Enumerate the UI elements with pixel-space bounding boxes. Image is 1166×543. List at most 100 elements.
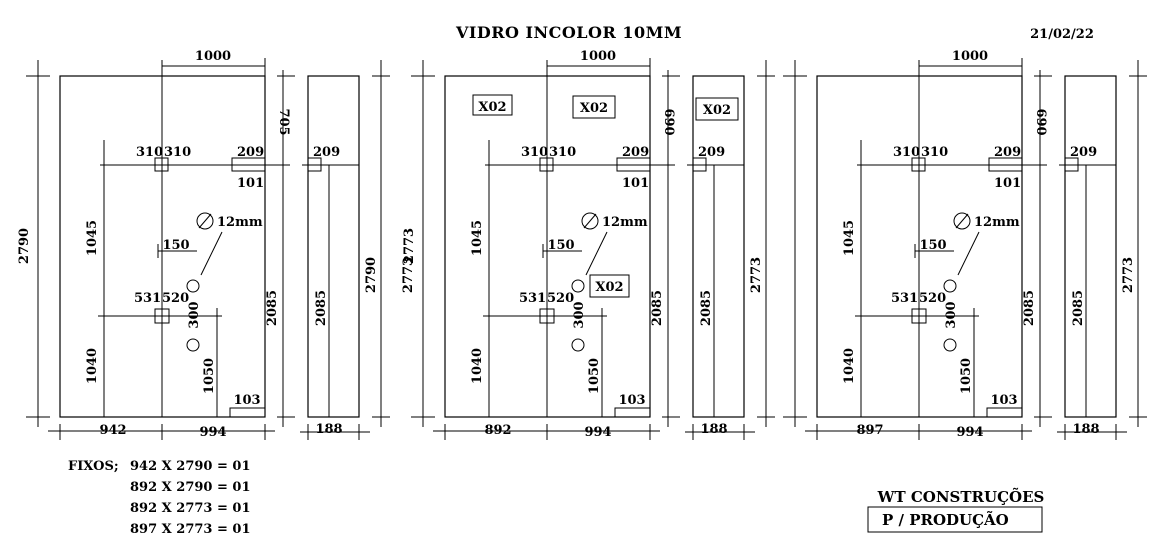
hinge-left-a: 310 xyxy=(521,145,548,160)
side-piece-outline xyxy=(1064,75,1117,418)
hole-symbol-circle xyxy=(581,212,599,230)
stamp-text: P / PRODUÇÃO xyxy=(882,510,1009,529)
hinge-square-left xyxy=(911,157,926,172)
top-width-label: 1000 xyxy=(580,49,616,64)
side-total-height-label: 2790 xyxy=(364,257,379,293)
hole-upper xyxy=(571,279,585,293)
hinge-left-b: 310 xyxy=(164,145,191,160)
mid-square xyxy=(539,308,555,324)
notes-label: FIXOS; xyxy=(68,459,119,474)
tag-label-2: X02 xyxy=(580,101,608,116)
tag-label-4: X02 xyxy=(595,280,623,295)
side-total-height-label: 2773 xyxy=(1121,257,1136,293)
side-piece-square xyxy=(1064,157,1079,172)
mid-left-a: 531 xyxy=(891,291,918,306)
hinge-left-a: 310 xyxy=(136,145,163,160)
fixos-notes: FIXOS; 942 X 2790 = 01 892 X 2790 = 01 8… xyxy=(68,459,251,537)
hole-symbol-circle xyxy=(196,212,214,230)
tag-box-2 xyxy=(572,95,616,119)
mid-left-a: 531 xyxy=(519,291,546,306)
bottom-notch-label: 103 xyxy=(990,393,1017,408)
upper-offset-label: 690 xyxy=(661,108,676,135)
left-height-label: 2790 xyxy=(17,228,32,264)
hinge-right-label: 209 xyxy=(622,145,649,160)
bottom-notch xyxy=(614,407,651,418)
side-piece-outline xyxy=(307,75,360,418)
hinge-left-b: 310 xyxy=(549,145,576,160)
hole-lower xyxy=(186,338,200,352)
hole-spacing-label: 300 xyxy=(944,301,959,328)
mid-left-b: 520 xyxy=(919,291,946,306)
hole-symbol-slash xyxy=(583,213,597,229)
lower-vertical-label: 1040 xyxy=(842,348,857,384)
side-piece-square xyxy=(692,157,707,172)
lower-right-label: 1050 xyxy=(587,358,602,394)
tag-box-4 xyxy=(589,274,630,298)
lower-right-label: 1050 xyxy=(959,358,974,394)
between-height-label: 2773 xyxy=(401,257,416,293)
right-height-label: 2085 xyxy=(1022,290,1037,326)
notes-line-1: 942 X 2790 = 01 xyxy=(130,459,251,474)
right-height-label: 2085 xyxy=(265,290,280,326)
upper-vertical-label: 1045 xyxy=(842,220,857,256)
hinge-right-below: 101 xyxy=(237,176,264,191)
hole-offset-label: 150 xyxy=(547,238,574,253)
side-total-height-label: 2773 xyxy=(749,257,764,293)
hole-diameter-label: 12mm xyxy=(217,215,263,230)
top-width-label: 1000 xyxy=(195,49,231,64)
mid-left-b: 520 xyxy=(547,291,574,306)
hole-leader-line xyxy=(957,231,980,276)
side-piece-height-label: 2085 xyxy=(1071,290,1086,326)
bottom-right-label: 994 xyxy=(956,425,983,440)
side-piece-top-label: 209 xyxy=(313,145,340,160)
hole-offset-label: 150 xyxy=(162,238,189,253)
mid-left-a: 531 xyxy=(134,291,161,306)
hole-leader-line xyxy=(200,231,223,276)
hole-offset-label: 150 xyxy=(919,238,946,253)
notes-line-2: 892 X 2790 = 01 xyxy=(130,480,251,495)
hinge-square-left xyxy=(154,157,169,172)
drawing-title: VIDRO INCOLOR 10MM xyxy=(455,23,682,42)
mid-square xyxy=(911,308,927,324)
side-piece-top-label: 209 xyxy=(698,145,725,160)
hinge-square-left xyxy=(539,157,554,172)
bottom-right-label: 994 xyxy=(584,425,611,440)
upper-vertical-label: 1045 xyxy=(85,220,100,256)
bottom-right-label: 994 xyxy=(199,425,226,440)
side-piece-outline xyxy=(692,75,745,418)
hole-spacing-label: 300 xyxy=(572,301,587,328)
upper-vertical-label: 1045 xyxy=(470,220,485,256)
tag-box-1 xyxy=(472,94,513,116)
upper-offset-label: 705 xyxy=(276,108,291,135)
hinge-right-below: 101 xyxy=(622,176,649,191)
bottom-left-label: 942 xyxy=(99,423,126,438)
side-width-label: 188 xyxy=(700,422,727,437)
bottom-notch-label: 103 xyxy=(618,393,645,408)
side-piece-square xyxy=(307,157,322,172)
bottom-left-label: 892 xyxy=(484,423,511,438)
hinge-left-b: 310 xyxy=(921,145,948,160)
side-piece-top-label: 209 xyxy=(1070,145,1097,160)
lower-vertical-label: 1040 xyxy=(470,348,485,384)
mid-square xyxy=(154,308,170,324)
lower-vertical-label: 1040 xyxy=(85,348,100,384)
bottom-notch-label: 103 xyxy=(233,393,260,408)
side-width-label: 188 xyxy=(315,422,342,437)
hole-upper xyxy=(186,279,200,293)
left-height-label: 2773 xyxy=(402,228,417,264)
tag-label-3: X02 xyxy=(703,103,731,118)
stamp-box xyxy=(867,506,1043,533)
hinge-left-a: 310 xyxy=(893,145,920,160)
hole-symbol-slash xyxy=(198,213,212,229)
hole-lower xyxy=(571,338,585,352)
right-height-label: 2085 xyxy=(650,290,665,326)
hole-diameter-label: 12mm xyxy=(974,215,1020,230)
tag-box-3 xyxy=(695,97,739,121)
notes-line-3: 892 X 2773 = 01 xyxy=(130,501,251,516)
side-piece-height-label: 2085 xyxy=(699,290,714,326)
hole-diameter-label: 12mm xyxy=(602,215,648,230)
tag-label-1: X02 xyxy=(478,100,506,115)
